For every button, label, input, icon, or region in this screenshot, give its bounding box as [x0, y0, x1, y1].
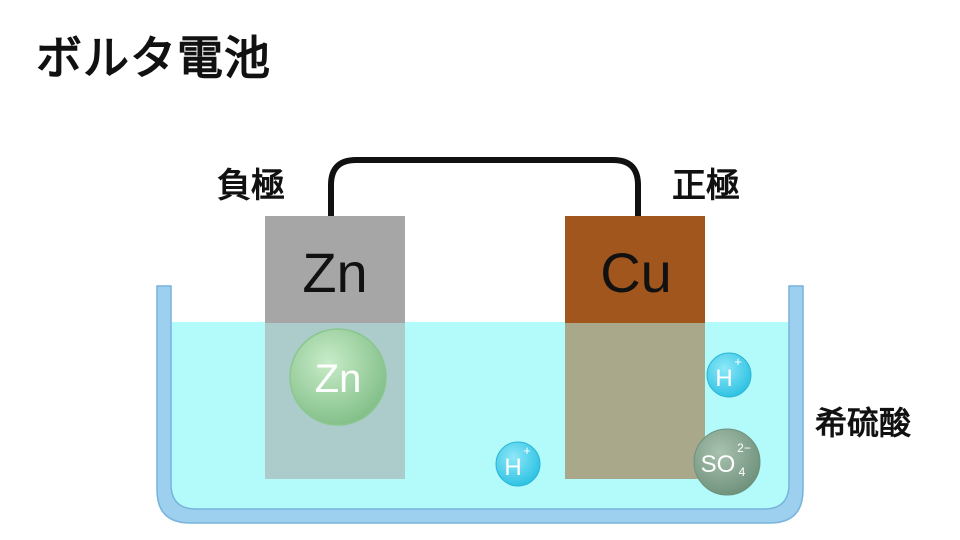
negative-electrode-label: 負極	[217, 166, 285, 206]
zinc-ion-label: Zn	[315, 357, 362, 401]
hydrogen-ion-charge: +	[523, 443, 531, 458]
hydrogen-ion: H +	[495, 441, 541, 487]
electrolyte-label: 希硫酸	[815, 404, 912, 442]
hydrogen-ion-symbol: H	[715, 365, 732, 392]
connecting-wire	[328, 157, 641, 216]
sulfate-ion-subscript: 4	[739, 465, 746, 479]
page-title: ボルタ電池	[36, 31, 271, 85]
hydrogen-ion-charge: +	[734, 354, 742, 369]
copper-electrode-symbol: Cu	[600, 241, 672, 304]
hydrogen-ion: H +	[706, 352, 752, 398]
zinc-electrode-symbol: Zn	[302, 241, 367, 304]
sulfate-ion-charge: 2−	[737, 441, 751, 455]
hydrogen-ion-symbol: H	[504, 454, 521, 481]
positive-electrode-label: 正極	[672, 166, 740, 206]
zinc-ion: Zn	[289, 328, 387, 426]
zinc-electrode: Zn	[265, 216, 405, 479]
sulfate-ion-symbol: SO	[701, 451, 736, 478]
beaker	[156, 285, 804, 524]
sulfate-ion: SO 2− 4	[693, 428, 761, 496]
copper-electrode: Cu	[565, 216, 705, 479]
